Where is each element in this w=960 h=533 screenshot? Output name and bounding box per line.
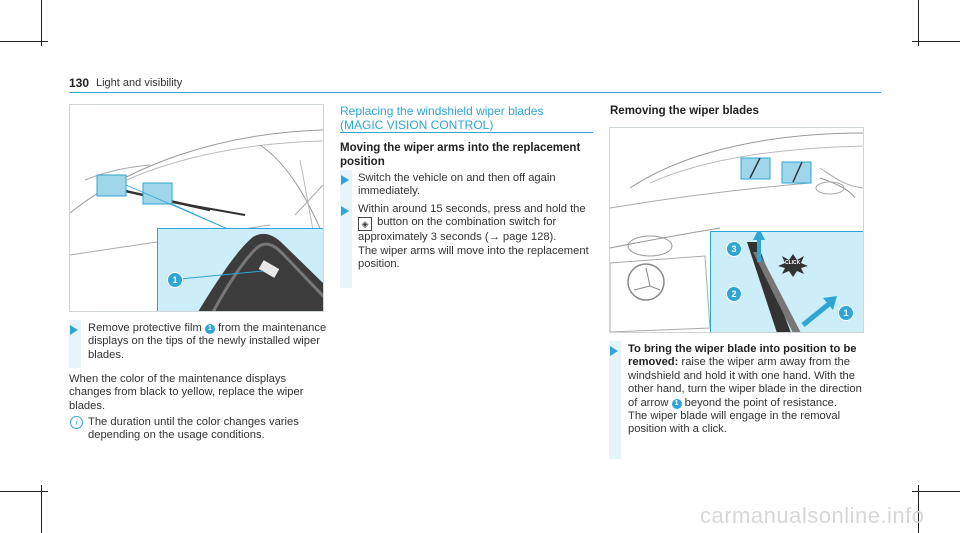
callout-1-inline: 1 bbox=[671, 398, 682, 409]
callout-2: 2 bbox=[726, 286, 742, 302]
step-press-hold: Within around 15 seconds, press and hold… bbox=[358, 203, 589, 271]
figure-removing-wiper-blades: CLICK 3 2 1 bbox=[609, 127, 864, 333]
crop-mark bbox=[0, 491, 48, 492]
crop-mark bbox=[912, 41, 960, 42]
callout-1: 1 bbox=[167, 272, 183, 288]
step-arrow-icon bbox=[341, 206, 349, 216]
callout-1-inline: 1 bbox=[204, 324, 215, 334]
note-duration: The duration until the color changes var… bbox=[88, 416, 299, 442]
inset-wiper-removal: CLICK 3 2 1 bbox=[710, 228, 863, 332]
section-rule bbox=[340, 132, 593, 133]
crop-mark bbox=[41, 0, 42, 46]
info-icon: i bbox=[70, 416, 83, 429]
figure-wiper-maintenance-display: 1 bbox=[69, 104, 324, 312]
step-arrow-icon bbox=[610, 346, 618, 356]
crop-mark bbox=[41, 485, 42, 533]
step-switch-vehicle: Switch the vehicle on and then off again… bbox=[358, 172, 556, 198]
paragraph-color-change: When the color of the maintenance displa… bbox=[69, 373, 304, 412]
wiper-button-icon: ◈ bbox=[358, 217, 372, 232]
subheading-moving-arms: Moving the wiper arms into the replaceme… bbox=[340, 142, 581, 168]
watermark: carmanualsonline.info bbox=[700, 503, 925, 528]
callout-1: 1 bbox=[838, 305, 854, 321]
step-indicator-bar bbox=[609, 341, 621, 459]
inset-wiper-tip: 1 bbox=[157, 228, 323, 311]
section-header-title: Light and visibility bbox=[96, 77, 183, 89]
step-remove-film: Remove protective film 1 from the mainte… bbox=[88, 322, 327, 361]
crop-mark bbox=[912, 491, 960, 492]
click-label: CLICK bbox=[785, 260, 801, 266]
step-bring-blade-into-position: To bring the wiper blade into position t… bbox=[628, 343, 862, 436]
wiper-arm-removal-drawing bbox=[747, 228, 837, 332]
crop-mark bbox=[918, 0, 919, 46]
crop-mark bbox=[918, 485, 919, 533]
wiper-blade-tip-drawing bbox=[179, 233, 323, 311]
step-arrow-icon bbox=[341, 175, 349, 185]
callout-3: 3 bbox=[726, 241, 742, 257]
step-arrow-icon bbox=[70, 325, 78, 335]
section-title-replacing: Replacing the windshield wiper blades (M… bbox=[340, 104, 544, 132]
section-title-removing: Removing the wiper blades bbox=[610, 105, 759, 117]
crop-mark bbox=[0, 41, 48, 42]
header-rule bbox=[69, 92, 881, 93]
car-front-illustration bbox=[610, 132, 863, 332]
step-indicator-bar bbox=[340, 170, 352, 288]
page-number: 130 bbox=[69, 76, 90, 90]
